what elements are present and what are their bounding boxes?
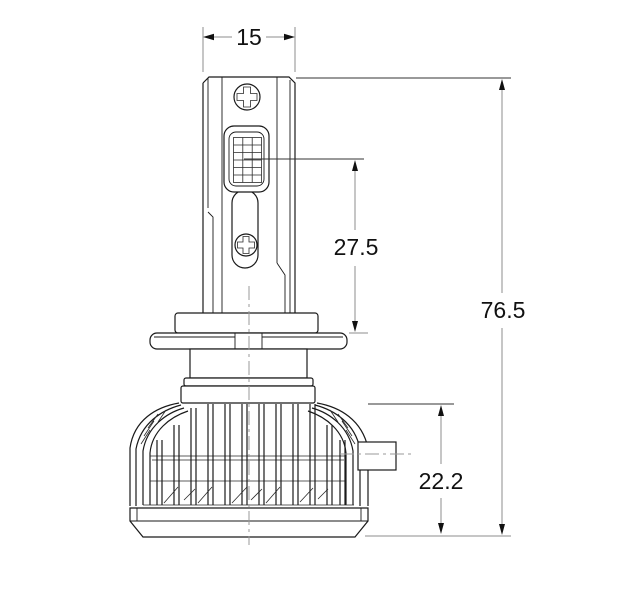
dim-label-heatsink-height: 22.2 [419, 468, 464, 494]
heatsink-shoulder-right [307, 402, 369, 506]
connector-tab-body [357, 441, 397, 471]
heatsink-shoulder-left [129, 402, 189, 506]
dim-label-overall-height: 76.5 [481, 297, 526, 323]
upper-collar [174, 312, 319, 334]
connector-tab [340, 441, 412, 471]
led-chip-grid-lines [233, 137, 262, 183]
dim22-arrow-up [438, 405, 444, 416]
dimension-overall-height: 76.5 [296, 77, 526, 537]
dim27-arrow-up [352, 160, 358, 171]
dim-label-led-height: 27.5 [334, 234, 379, 260]
top-screw-head [233, 83, 261, 111]
dim15-arrow-right [284, 33, 295, 41]
dim22-arrow-down [438, 523, 444, 534]
heat-sink [129, 402, 369, 506]
top-screw [233, 83, 261, 111]
heatsink-shoulder-hatch [140, 409, 356, 445]
bottom-screw-cross-icon [237, 236, 255, 254]
body-panel-lines [207, 77, 291, 313]
dim15-arrow-left [203, 33, 214, 41]
body-outline [202, 76, 296, 313]
dim76-arrow-down [499, 524, 505, 535]
heatsink-fins [156, 404, 346, 505]
heatsink-vent-diagonals [163, 486, 329, 504]
dim76-arrow-up [499, 79, 505, 90]
flange-detail-lines [154, 333, 343, 349]
dim27-arrow-down [352, 321, 358, 332]
top-screw-cross-icon [236, 86, 258, 108]
dimension-heatsink-height: 22.2 [368, 403, 464, 534]
heatsink-cap [180, 385, 316, 404]
bottom-screw [234, 233, 258, 257]
dimension-top-width: 15 [202, 24, 296, 72]
bulb-body [202, 76, 296, 313]
dim-label-top-width: 15 [236, 24, 262, 50]
bottom-screw-head [234, 233, 258, 257]
heatsink-bands [143, 455, 354, 506]
dim15-extension-lines [202, 27, 296, 72]
dimension-led-height: 27.5 [244, 158, 379, 334]
